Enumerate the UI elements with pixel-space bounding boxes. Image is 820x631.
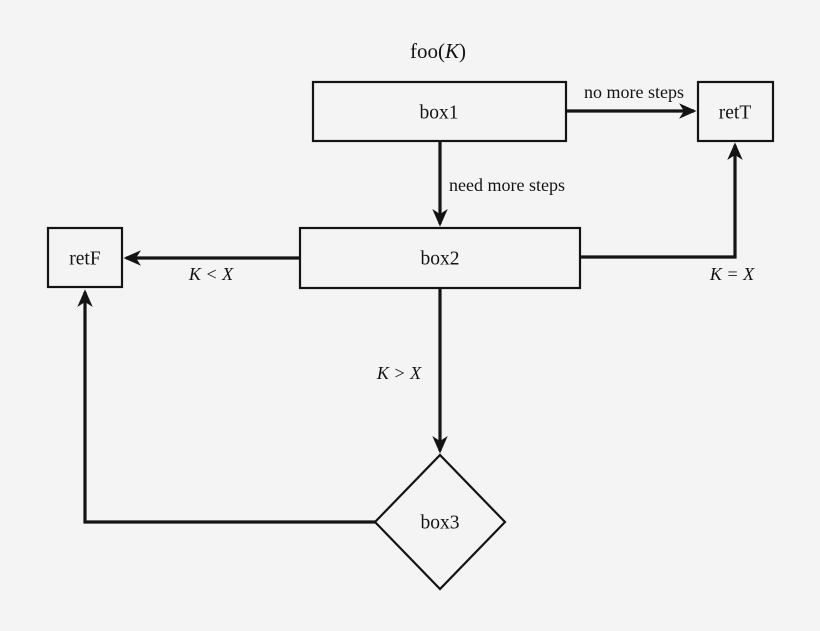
box3-label: box3 [421,513,460,534]
retT-node [696,80,775,143]
box1-node [311,80,568,143]
retF-node [46,226,124,289]
edge-label-need-more-steps: need more steps [449,175,565,195]
retF-label: retF [69,249,101,270]
labels-group: foo(K) box1 retT box2 retF box3 no more … [69,39,755,534]
box1-label: box1 [420,103,459,124]
retT-label: retT [719,103,752,124]
edge-label-no-more-steps: no more steps [584,82,684,102]
diagram-title: foo(K) [410,39,466,63]
title-prefix: foo( [410,39,445,63]
box3-diamond-node [373,453,507,591]
title-variable: K [444,39,460,63]
box2-node [298,226,582,290]
nodes-group [46,80,775,591]
title-suffix: ) [459,39,466,63]
edge-box2-to-retT [580,142,743,259]
box2-label: box2 [421,249,460,270]
edge-label-k-eq-x: K = X [709,264,755,284]
edge-label-k-lt-x: K < X [188,264,234,284]
edges-group [77,103,743,524]
edge-label-k-gt-x: K > X [376,363,422,383]
edge-box3-to-retF [77,289,375,524]
